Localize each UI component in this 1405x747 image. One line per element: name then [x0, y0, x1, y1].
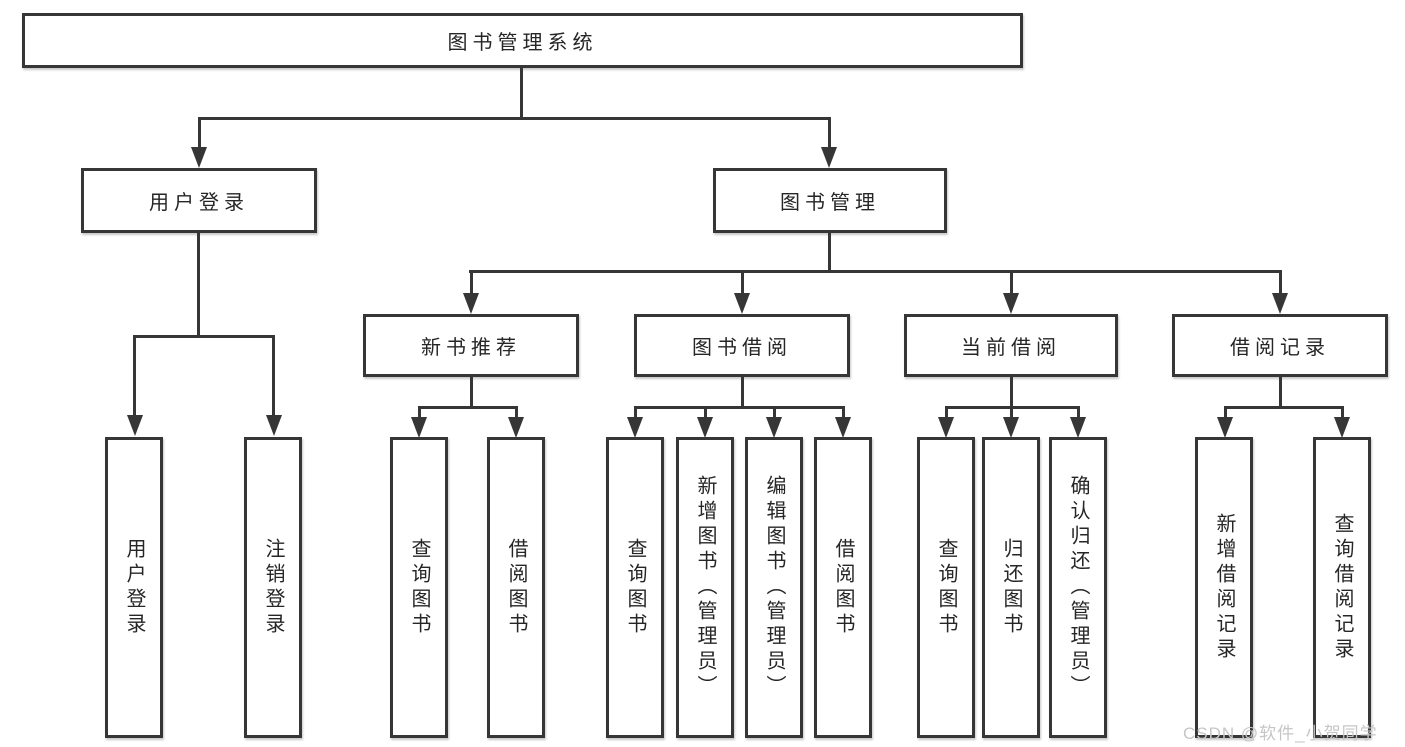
arrow-stem	[418, 406, 421, 419]
current-borrow-box: 当前借阅	[904, 314, 1118, 377]
book-mgmt-label: 图书管理	[780, 192, 880, 214]
leaf-query-books-2-box: 查询图书	[606, 437, 664, 738]
arrow-stem	[470, 270, 473, 294]
user-login-arrow-stem	[198, 117, 201, 148]
leaf-borrow-books-2-label: 借阅图书	[832, 537, 854, 638]
leaf-query-borrow-record-box: 查询借阅记录	[1313, 437, 1371, 738]
book-mgmt-branch-vline	[828, 233, 831, 272]
arrow-stem	[842, 406, 845, 419]
arrow-stem	[741, 270, 744, 294]
arrow-down-icon	[938, 417, 954, 438]
leaf-add-borrow-record-label: 新增借阅记录	[1213, 512, 1235, 663]
leaf-logout-box: 注销登录	[244, 437, 302, 738]
arrow-down-icon	[734, 293, 750, 314]
leaf-query-books-1-box: 查询图书	[390, 437, 448, 738]
leaf-add-books-admin-label: 新增图书（管理员）	[694, 475, 716, 700]
arrow-down-icon	[266, 415, 282, 436]
leaf-query-borrow-record-label: 查询借阅记录	[1331, 512, 1353, 663]
book-mgmt-box: 图书管理	[713, 168, 947, 233]
arrow-stem	[1341, 406, 1344, 419]
new-book-recommend-label: 新书推荐	[421, 337, 521, 359]
arrow-stem	[704, 406, 707, 419]
leaf-query-books-2-label: 查询图书	[624, 537, 646, 638]
arrow-stem	[1224, 406, 1227, 419]
arrow-stem	[1077, 406, 1080, 419]
arrow-down-icon	[835, 417, 851, 438]
leaf-borrow-books-1-label: 借阅图书	[505, 537, 527, 638]
book-borrow-box: 图书借阅	[634, 314, 850, 377]
arrow-stem	[515, 406, 518, 419]
leaf-return-books-box: 归还图书	[982, 437, 1040, 738]
root-box: 图书管理系统	[22, 13, 1023, 68]
group-hline	[634, 406, 845, 409]
arrow-down-icon	[508, 417, 524, 438]
arrow-down-icon	[411, 417, 427, 438]
level2-connector-hline	[198, 117, 831, 120]
group-hline	[418, 406, 518, 409]
borrow-record-label: 借阅记录	[1230, 337, 1330, 359]
arrow-down-icon	[1003, 293, 1019, 314]
csdn-watermark: CSDN @软件_小贺同学	[1183, 724, 1378, 743]
user-login-label: 用户登录	[149, 192, 249, 214]
user-login-box: 用户登录	[81, 168, 317, 233]
arrow-down-icon	[1070, 417, 1086, 438]
arrow-stem	[272, 335, 275, 416]
leaf-user-login-box: 用户登录	[105, 437, 163, 738]
group-vline	[741, 377, 744, 408]
leaf-add-borrow-record-box: 新增借阅记录	[1195, 437, 1253, 738]
group-vline	[1279, 377, 1282, 408]
leaf-return-books-label: 归还图书	[1000, 537, 1022, 638]
leaf-query-books-3-label: 查询图书	[935, 537, 957, 638]
leaf-borrow-books-1-box: 借阅图书	[487, 437, 545, 738]
arrow-down-icon	[766, 417, 782, 438]
arrow-stem	[133, 335, 136, 416]
root-label: 图书管理系统	[447, 32, 598, 54]
arrow-down-icon	[627, 417, 643, 438]
root-connector-vline	[520, 68, 523, 119]
arrow-down-icon	[191, 147, 207, 168]
arrow-stem	[773, 406, 776, 419]
level3-connector-hline	[469, 270, 1282, 273]
leaf-confirm-return-admin-box: 确认归还（管理员）	[1049, 437, 1107, 738]
arrow-down-icon	[1217, 417, 1233, 438]
group-vline	[470, 377, 473, 408]
leaf-user-login-label: 用户登录	[123, 537, 145, 638]
arrow-down-icon	[821, 147, 837, 168]
book-mgmt-arrow-stem	[828, 117, 831, 148]
arrow-down-icon	[463, 293, 479, 314]
arrow-down-icon	[1003, 417, 1019, 438]
user-login-branch-hline	[133, 335, 275, 338]
arrow-down-icon	[1272, 293, 1288, 314]
user-login-branch-vline	[197, 233, 200, 337]
leaf-logout-label: 注销登录	[262, 537, 284, 638]
arrow-stem	[1010, 270, 1013, 294]
leaf-add-books-admin-box: 新增图书（管理员）	[676, 437, 734, 738]
arrow-stem	[1010, 406, 1013, 419]
borrow-record-box: 借阅记录	[1172, 314, 1388, 377]
group-vline	[1010, 377, 1013, 408]
new-book-recommend-box: 新书推荐	[363, 314, 579, 377]
leaf-query-books-3-box: 查询图书	[917, 437, 975, 738]
leaf-confirm-return-admin-label: 确认归还（管理员）	[1067, 475, 1089, 700]
arrow-down-icon	[1334, 417, 1350, 438]
arrow-down-icon	[127, 415, 143, 436]
arrow-down-icon	[697, 417, 713, 438]
arrow-stem	[945, 406, 948, 419]
group-hline	[1224, 406, 1343, 409]
leaf-borrow-books-2-box: 借阅图书	[814, 437, 872, 738]
leaf-query-books-1-label: 查询图书	[408, 537, 430, 638]
current-borrow-label: 当前借阅	[961, 337, 1061, 359]
leaf-edit-books-admin-box: 编辑图书（管理员）	[745, 437, 803, 738]
arrow-stem	[1279, 270, 1282, 294]
arrow-stem	[634, 406, 637, 419]
book-borrow-label: 图书借阅	[692, 337, 792, 359]
leaf-edit-books-admin-label: 编辑图书（管理员）	[763, 475, 785, 700]
